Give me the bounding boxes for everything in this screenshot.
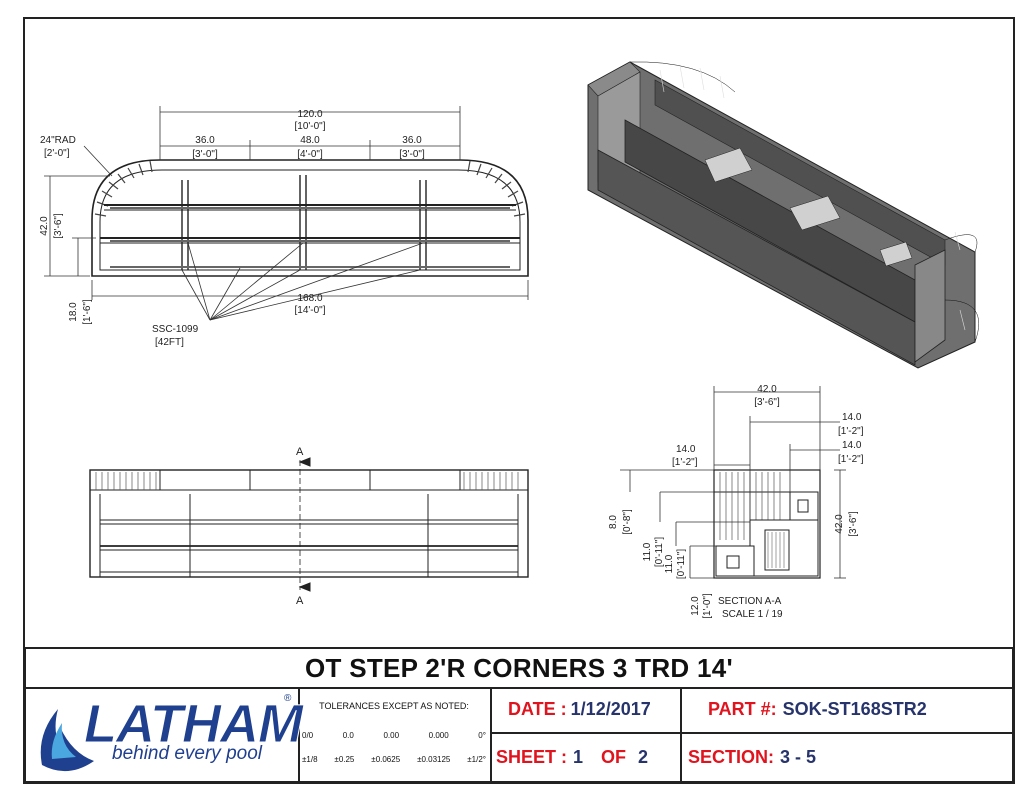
sec-rise4-ft: [1'-0"] [702,593,713,619]
section-label: SECTION A-A [718,596,782,607]
sheet-label: SHEET : [496,747,568,767]
company-name: LATHAM [84,694,304,755]
sec-tread-left-ft: [1'-2"] [672,457,698,468]
sec-tread-right: 14.0 [842,412,862,423]
tol-1-1: 0.0 [342,731,354,740]
part-label: PART #: [708,699,777,719]
sec-rise3-ft: [0'-11"] [676,549,687,580]
title-block: OT STEP 2'R CORNERS 3 TRD 14' LATHAM ® b… [24,647,1014,783]
sec-total-ft: [3'-6"] [848,511,859,537]
sec-width-ft: [3'-6"] [754,397,780,408]
dim-overall-top-ft: [10'-0"] [294,121,325,132]
tolerance-row-1: 0/0 0.0 0.00 0.000 0° [302,731,486,740]
sec-tread-right2-ft: [1'-2"] [838,454,864,465]
dim-right-seg-ft: [3'-0"] [399,149,425,160]
sec-width: 42.0 [757,384,777,395]
sheet-cell: SHEET : 1 OF 2 [490,734,682,781]
sec-tread-right-ft: [1'-2"] [838,426,864,437]
sheet-number: 1 [573,747,584,767]
date-label: DATE : [508,699,567,719]
dim-depth: 18.0 [68,302,79,322]
sec-rise1: 8.0 [608,515,619,529]
dim-height: 42.0 [39,216,50,236]
isometric-view [587,61,979,369]
section-label-tb: SECTION: [688,747,775,767]
tol-1-4: 0° [478,731,486,740]
dim-height-ft: [3'-6"] [53,213,64,239]
part-callout: SSC-1099 [152,324,199,335]
front-elevation [89,457,529,592]
date-cell: DATE : 1/12/2017 [490,687,682,734]
tol-2-1: ±0.25 [334,755,355,764]
section-cell: SECTION: 3 - 5 [682,734,1012,781]
tol-2-4: ±1/2° [467,755,486,764]
tol-2-0: ±1/8 [302,755,318,764]
section-scale: SCALE 1 / 19 [722,609,783,620]
sheet-of: OF [601,747,627,767]
part-cell: PART #: SOK-ST168STR2 [682,687,1012,734]
sheet-border [23,17,1015,784]
wave-logo-icon [40,709,94,772]
sec-total: 42.0 [834,514,845,534]
section-mark-top: A [296,446,304,458]
sec-rise4: 12.0 [690,596,701,616]
plan-view [44,106,529,321]
sec-tread-right2: 14.0 [842,440,862,451]
sheet-total: 2 [638,747,649,767]
tolerance-row-2: ±1/8 ±0.25 ±0.0625 ±0.03125 ±1/2° [302,755,486,764]
dim-left-seg-ft: [3'-0"] [192,149,218,160]
dim-radius: 24"RAD [40,135,76,146]
section-view [620,386,846,579]
dim-left-seg: 36.0 [195,135,215,146]
drawing-title: OT STEP 2'R CORNERS 3 TRD 14' [26,649,1012,689]
dim-overall-top: 120.0 [297,109,322,120]
tolerances-block: TOLERANCES EXCEPT AS NOTED: 0/0 0.0 0.00… [298,687,492,781]
tolerances-heading: TOLERANCES EXCEPT AS NOTED: [319,701,469,711]
date-value: 1/12/2017 [570,699,651,719]
dim-mid-seg: 48.0 [300,135,320,146]
sec-tread-left: 14.0 [676,444,696,455]
dim-mid-seg-ft: [4'-0"] [297,149,323,160]
tol-1-3: 0.000 [428,731,449,740]
dim-radius-ft: [2'-0"] [44,148,70,159]
tol-2-2: ±0.0625 [371,755,401,764]
section-mark-bottom: A [296,595,304,607]
tol-1-2: 0.00 [383,731,400,740]
plan-dimensions: 120.0 [10'-0"] 36.0 [3'-0"] 48.0 [4'-0"]… [39,109,425,348]
tol-2-3: ±0.03125 [417,755,451,764]
tol-1-0: 0/0 [302,731,314,740]
company-tagline: behind every pool [112,743,262,764]
section-value: 3 - 5 [780,747,817,767]
part-value: SOK-ST168STR2 [782,699,927,719]
part-callout-qty: [42FT] [155,337,184,348]
sec-rise2-ft: [0'-11"] [654,537,665,568]
registered-mark: ® [284,693,292,704]
section-dimensions: 42.0 [3'-6"] 14.0 [1'-2"] 14.0 [1'-2"] 1… [608,384,864,620]
dim-length: 168.0 [297,293,322,304]
sec-rise3: 11.0 [664,554,675,573]
company-logo: LATHAM ® behind every pool [26,687,304,781]
dim-length-ft: [14'-0"] [294,305,325,316]
dim-right-seg: 36.0 [402,135,422,146]
sec-rise1-ft: [0'-8"] [622,509,633,535]
dim-depth-ft: [1'-6"] [82,299,93,325]
sec-rise2: 11.0 [642,542,653,561]
